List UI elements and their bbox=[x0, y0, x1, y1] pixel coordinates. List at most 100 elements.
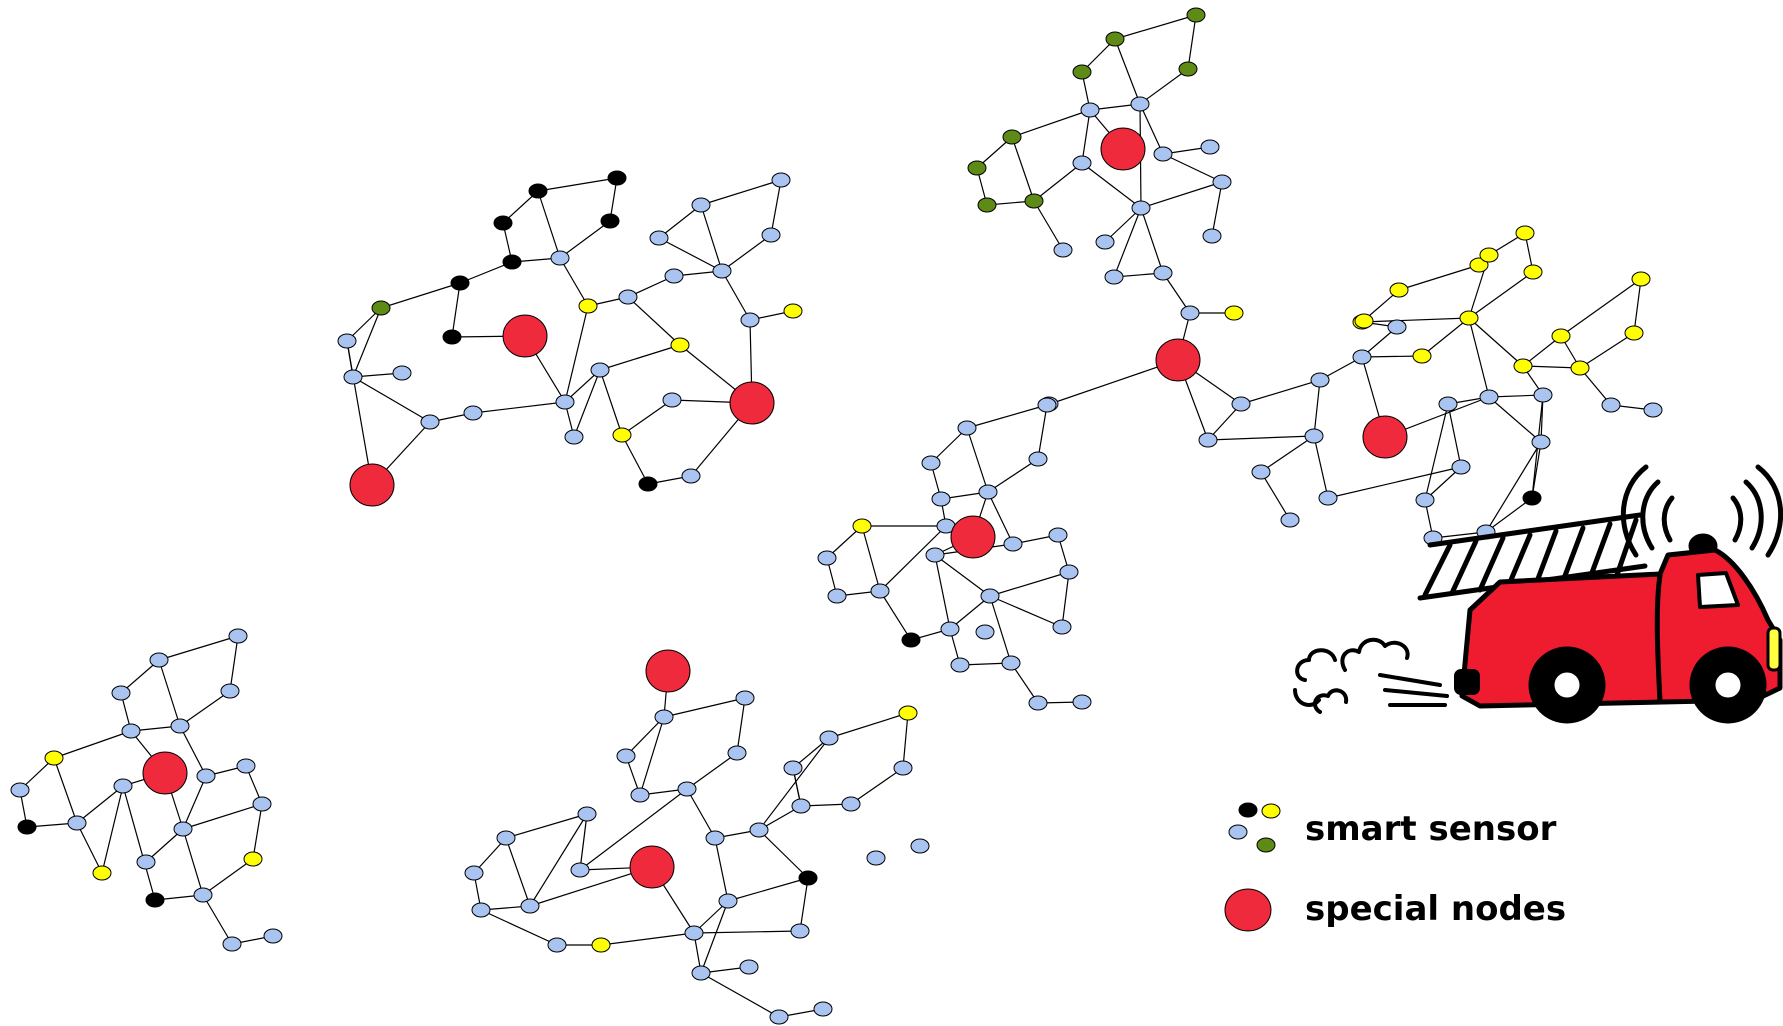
smart-sensor-node bbox=[616, 748, 636, 764]
smart-sensor-node bbox=[1280, 512, 1300, 528]
network-link bbox=[505, 813, 588, 839]
smart-sensor-node bbox=[392, 365, 412, 381]
smart-sensor-node bbox=[1631, 271, 1651, 287]
network-link bbox=[76, 822, 103, 874]
legend-special-node-swatch bbox=[1224, 888, 1272, 932]
network-link bbox=[828, 712, 909, 739]
smart-sensor-node bbox=[1200, 139, 1220, 155]
network-link bbox=[721, 234, 772, 272]
smart-sensor-node bbox=[196, 768, 216, 784]
smart-sensor-node bbox=[1186, 7, 1206, 23]
smart-sensor-node bbox=[263, 928, 283, 944]
network-link bbox=[736, 697, 746, 754]
smart-sensor-node bbox=[600, 213, 620, 229]
network-link bbox=[1046, 359, 1179, 406]
smart-sensor-node bbox=[1224, 305, 1244, 321]
smart-sensor-node bbox=[591, 937, 611, 953]
network-link bbox=[202, 894, 233, 945]
smart-sensor-node bbox=[662, 392, 682, 408]
smart-sensor-node bbox=[1601, 397, 1621, 413]
network-link bbox=[1207, 435, 1315, 441]
smart-sensor-node bbox=[866, 850, 886, 866]
smart-sensor-node bbox=[841, 796, 861, 812]
smart-sensor-node bbox=[893, 760, 913, 776]
network-link bbox=[966, 404, 1048, 429]
smart-sensor-node bbox=[1153, 265, 1173, 281]
network-link bbox=[686, 788, 716, 839]
smart-sensor-node bbox=[371, 300, 391, 316]
network-nodes bbox=[10, 7, 1663, 1025]
smart-sensor-node bbox=[1310, 372, 1330, 388]
smart-sensor-node bbox=[1551, 328, 1571, 344]
smart-sensor-node bbox=[220, 683, 240, 699]
smart-sensor-node bbox=[819, 730, 839, 746]
smart-sensor-node bbox=[1438, 396, 1458, 412]
network-link bbox=[1037, 404, 1048, 460]
network-link bbox=[1447, 403, 1462, 468]
network-link bbox=[758, 737, 830, 831]
network-link bbox=[1140, 207, 1164, 274]
smart-sensor-node bbox=[901, 632, 921, 648]
network-link bbox=[621, 399, 673, 436]
smart-sensor-node bbox=[450, 275, 470, 291]
fire-truck-icon bbox=[1293, 464, 1783, 724]
smart-sensor-node bbox=[173, 821, 193, 837]
smart-sensor-node bbox=[1104, 269, 1124, 285]
network-link bbox=[1260, 435, 1315, 473]
smart-sensor-node bbox=[980, 588, 1000, 604]
network-link bbox=[1011, 136, 1035, 202]
legend-smart-sensor-label: smart sensor bbox=[1305, 809, 1557, 849]
network-link bbox=[850, 767, 904, 805]
network-link bbox=[987, 458, 1039, 493]
smart-sensor-node bbox=[1415, 492, 1435, 508]
smart-sensor-node bbox=[1002, 129, 1022, 145]
smart-sensor-node bbox=[898, 705, 918, 721]
smart-sensor-node bbox=[739, 959, 759, 975]
special-node bbox=[1362, 415, 1408, 459]
special-node bbox=[629, 845, 675, 889]
smart-sensor-node bbox=[791, 798, 811, 814]
smart-sensor-node bbox=[1178, 61, 1198, 77]
smart-sensor-node bbox=[17, 819, 37, 835]
smart-sensor-node bbox=[718, 893, 738, 909]
network-link bbox=[714, 837, 729, 902]
smart-sensor-node bbox=[67, 815, 87, 831]
smart-sensor-node bbox=[1080, 102, 1100, 118]
smart-sensor-node bbox=[677, 781, 697, 797]
network-link bbox=[480, 909, 558, 946]
smart-sensor-node bbox=[783, 760, 803, 776]
smart-sensor-node bbox=[570, 862, 590, 878]
smart-sensor-node bbox=[727, 745, 747, 761]
network-link bbox=[727, 877, 809, 902]
smart-sensor-node bbox=[1198, 432, 1218, 448]
smart-sensor-node bbox=[654, 709, 674, 725]
smart-sensor-node bbox=[1412, 348, 1432, 364]
wheel-icon bbox=[1528, 646, 1767, 724]
smart-sensor-node bbox=[520, 898, 540, 914]
smart-sensor-node bbox=[910, 838, 930, 854]
smart-sensor-node bbox=[761, 227, 781, 243]
network-link bbox=[1468, 317, 1490, 398]
network-link bbox=[1485, 497, 1533, 533]
network-link bbox=[122, 785, 156, 901]
network-link bbox=[1187, 14, 1197, 70]
smart-sensor-node bbox=[145, 892, 165, 908]
smart-sensor-node bbox=[735, 690, 755, 706]
smart-sensor-node bbox=[113, 778, 133, 794]
cab-window bbox=[1696, 571, 1740, 609]
smart-sensor-node bbox=[1533, 387, 1553, 403]
smart-sensor-node bbox=[1469, 257, 1489, 273]
smart-sensor-node bbox=[1513, 358, 1533, 374]
smart-sensor-node bbox=[670, 337, 690, 353]
network-link bbox=[599, 369, 623, 436]
smart-sensor-node bbox=[10, 782, 30, 798]
smart-sensor-node bbox=[967, 160, 987, 176]
network-link bbox=[579, 788, 688, 871]
network-link bbox=[879, 525, 947, 592]
network-link bbox=[1114, 38, 1141, 105]
network-link bbox=[229, 635, 239, 692]
network-link bbox=[1113, 207, 1142, 278]
network-link bbox=[1485, 441, 1542, 533]
network-link bbox=[1139, 103, 1164, 155]
network-link bbox=[1361, 317, 1470, 323]
